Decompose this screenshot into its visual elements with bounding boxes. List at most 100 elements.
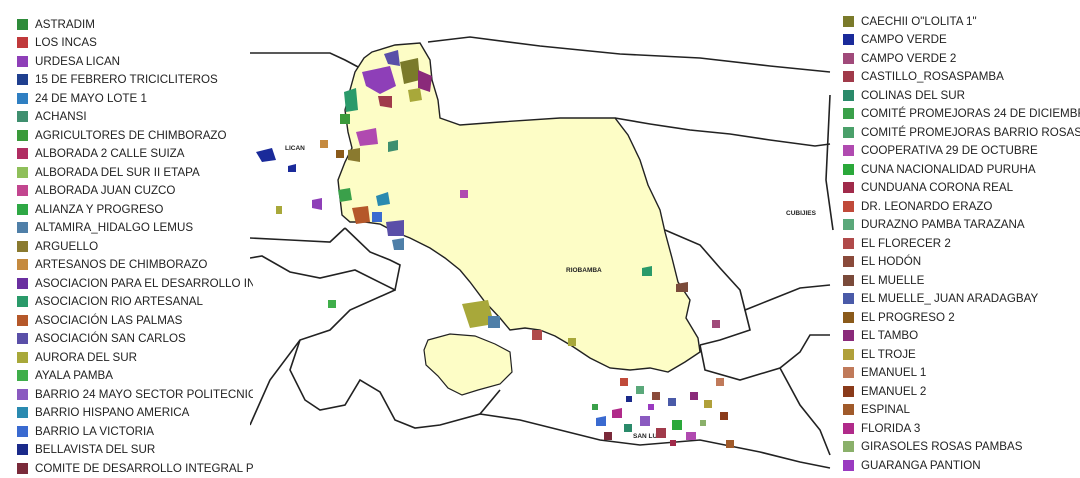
settlement-polygon xyxy=(488,316,500,328)
settlement-polygon xyxy=(668,398,676,406)
legend-label: FLORIDA 3 xyxy=(861,421,921,435)
legend-swatch xyxy=(17,370,28,382)
settlement-polygon xyxy=(712,320,720,328)
legend-label: ALTAMIRA_HIDALGO LEMUS xyxy=(35,221,194,235)
settlement-polygon xyxy=(338,188,352,202)
legend-item: ASTRADIM xyxy=(17,15,253,34)
legend-item: EMANUEL 1 xyxy=(843,364,1080,383)
boundary-lican-south xyxy=(250,227,346,243)
legend-item: DR. LEONARDO ERAZO xyxy=(843,197,1080,216)
boundary-east-mid xyxy=(699,309,751,346)
legend-label: GIRASOLES ROSAS PAMBAS xyxy=(861,440,1023,454)
legend-label: CAMPO VERDE xyxy=(861,33,947,47)
legend-item: ACHANSI xyxy=(17,108,253,127)
legend-label: AURORA DEL SUR xyxy=(35,350,138,364)
legend-swatch xyxy=(843,385,854,397)
boundary-south-east xyxy=(779,367,831,456)
legend-label: EL HODÓN xyxy=(861,255,922,269)
settlement-polygon xyxy=(596,416,606,426)
legend-item: 15 DE FEBRERO TRICICLITEROS xyxy=(17,71,253,90)
legend-item: ARTESANOS DE CHIMBORAZO xyxy=(17,256,253,275)
legend-label: DR. LEONARDO ERAZO xyxy=(861,199,993,213)
legend-item: BELLAVISTA DEL SUR xyxy=(17,441,253,460)
legend-swatch xyxy=(843,367,854,379)
boundary-south-loop xyxy=(289,339,501,429)
legend-swatch xyxy=(843,108,854,120)
parish-boundaries xyxy=(250,36,834,469)
boundary-south-west xyxy=(250,289,396,426)
legend-item: CUNA NACIONALIDAD PURUHA xyxy=(843,160,1080,179)
settlement-polygon xyxy=(276,206,282,214)
legend-swatch xyxy=(17,444,28,456)
settlement-polygon xyxy=(348,148,360,162)
map-label-san-luis: SAN LUIS xyxy=(633,433,664,440)
legend-item: ALBORADA 2 CALLE SUIZA xyxy=(17,145,253,164)
map-label-riobamba: RIOBAMBA xyxy=(566,267,602,274)
settlement-polygon xyxy=(716,378,724,386)
boundary-cubijies-north xyxy=(614,117,831,147)
legend-label: ASOCIACIÓN SAN CARLOS xyxy=(35,332,186,346)
boundary-lican-mid xyxy=(250,227,401,292)
legend-item: COOPERATIVA 29 DE OCTUBRE xyxy=(843,142,1080,161)
settlement-polygon xyxy=(386,220,404,236)
legend-item: CAMPO VERDE 2 xyxy=(843,49,1080,68)
legend-item: EL MUELLE xyxy=(843,271,1080,290)
legend-item: ALTAMIRA_HIDALGO LEMUS xyxy=(17,219,253,238)
legend-label: EMANUEL 1 xyxy=(861,366,927,380)
legend-swatch xyxy=(17,166,28,178)
legend-label: ASOCIACIÓN LAS PALMAS xyxy=(35,313,183,327)
settlement-polygon xyxy=(328,300,336,308)
legend-label: ALBORADA DEL SUR II ETAPA xyxy=(35,165,200,179)
legend-label: EL TROJE xyxy=(861,347,916,361)
legend-item: EL MUELLE_ JUAN ARADAGBAY xyxy=(843,290,1080,309)
riobamba-south-appendix xyxy=(423,333,513,396)
legend-swatch xyxy=(17,333,28,345)
legend-swatch xyxy=(843,293,854,305)
legend-item: COLINAS DEL SUR xyxy=(843,86,1080,105)
legend-label: ESPINAL xyxy=(861,403,910,417)
legend-item: ARGUELLO xyxy=(17,237,253,256)
settlement-polygon xyxy=(256,148,276,162)
legend-label: CUNDUANA CORONA REAL xyxy=(861,181,1014,195)
boundary-bottom xyxy=(479,413,831,469)
legend-label: ASTRADIM xyxy=(35,17,95,31)
legend-label: COMITÉ PROMEJORAS BARRIO ROSAS xyxy=(861,125,1080,139)
legend-swatch xyxy=(843,71,854,83)
legend-label: EL FLORECER 2 xyxy=(861,236,951,250)
legend-item: ASOCIACIÓN LAS PALMAS xyxy=(17,311,253,330)
legend-item: EMANUEL 2 xyxy=(843,382,1080,401)
settlement-polygon xyxy=(604,432,612,440)
legend-swatch xyxy=(17,388,28,400)
settlement-polygon xyxy=(376,192,390,206)
legend-label: ALBORADA 2 CALLE SUIZA xyxy=(35,147,185,161)
settlement-polygon xyxy=(642,266,652,276)
legend-label: CUNA NACIONALIDAD PURUHA xyxy=(861,162,1036,176)
settlement-polygon xyxy=(568,338,576,346)
legend-swatch xyxy=(843,256,854,268)
legend-item: CAECHII O"LOLITA 1" xyxy=(843,12,1080,31)
settlement-polygon xyxy=(656,428,666,438)
settlement-polygon xyxy=(690,392,698,400)
boundary-cubijies-west xyxy=(664,229,831,312)
legend-item: GUARANGA PANTION xyxy=(843,456,1080,475)
legend-item: ASOCIACION RIO ARTESANAL xyxy=(17,293,253,312)
legend-item: DURAZNO PAMBA TARAZANA xyxy=(843,216,1080,235)
boundary-east-edge xyxy=(825,94,834,231)
legend-swatch xyxy=(17,296,28,308)
legend-item: EL TAMBO xyxy=(843,327,1080,346)
legend-swatch xyxy=(843,348,854,360)
settlement-polygon xyxy=(372,212,382,222)
legend-item: COMITÉ PROMEJORAS BARRIO ROSAS xyxy=(843,123,1080,142)
legend-item: CAMPO VERDE xyxy=(843,31,1080,50)
legend-swatch xyxy=(843,330,854,342)
legend-label: ARTESANOS DE CHIMBORAZO xyxy=(35,258,208,272)
settlement-polygon xyxy=(648,404,654,410)
settlement-polygon xyxy=(392,238,404,250)
settlement-polygon xyxy=(336,150,344,158)
settlement-polygon xyxy=(418,70,432,92)
legend-swatch xyxy=(17,18,28,30)
legend-label: COMITE DE DESARROLLO INTEGRAL PIF xyxy=(35,461,253,475)
legend-item: FLORIDA 3 xyxy=(843,419,1080,438)
legend-label: BARRIO LA VICTORIA xyxy=(35,424,154,438)
